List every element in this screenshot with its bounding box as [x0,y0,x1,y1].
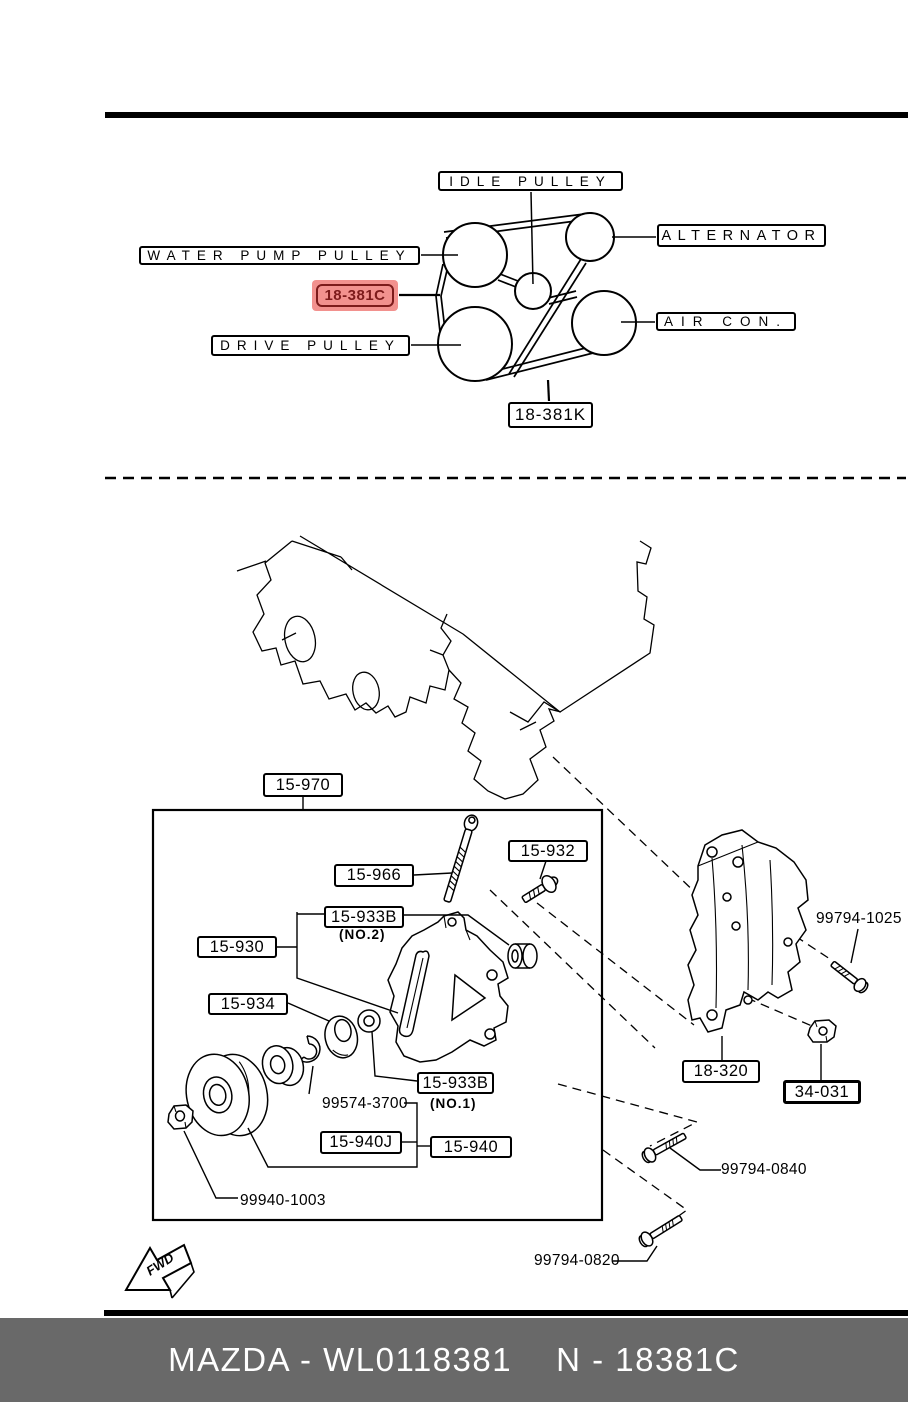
page-rules [104,112,908,1316]
label-water-pump-pulley: WATER PUMP PULLEY [139,246,420,265]
drive-pulley-circle [437,306,513,382]
part-spacer-15-933b-no2 [507,943,538,969]
part-bolt-99794-0840 [641,1132,687,1164]
belt-diagram [399,191,656,402]
part-number-99574-3700[interactable]: 99574-3700 [322,1095,408,1112]
engine-outline [236,535,655,800]
footer-part-code: N - 18381C [556,1341,740,1378]
part-snap-ring-99574-3700 [299,1035,321,1063]
parts-group-box [151,808,604,1222]
part-number-99794-0840[interactable]: 99794-0840 [721,1161,807,1178]
part-number-15-933b-no1[interactable]: 15-933B [417,1072,494,1094]
sub-label-no1: (NO.1) [430,1096,477,1111]
part-number-99940-1003[interactable]: 99940-1003 [240,1192,326,1209]
part-bracket-15-930 [387,911,509,1063]
fwd-arrow: FWD [124,1243,195,1299]
part-bracket-18-320 [687,829,809,1033]
part-number-15-933b-no2[interactable]: 15-933B [324,906,404,928]
part-number-34-031[interactable]: 34-031 [783,1080,861,1104]
label-air-con: AIR CON. [656,312,796,331]
part-number-15-930[interactable]: 15-930 [197,936,277,958]
part-number-15-932[interactable]: 15-932 [508,840,588,862]
alternator-pulley-circle [565,212,615,262]
label-drive-pulley: DRIVE PULLEY [211,335,410,356]
air-con-pulley-circle [571,290,637,356]
leader-lines [183,796,859,1262]
part-pulley-15-940 [185,1053,269,1137]
part-number-15-970[interactable]: 15-970 [263,773,343,797]
footer-brand-code: MAZDA - WL0118381 [168,1341,513,1378]
part-number-99794-0820[interactable]: 99794-0820 [534,1252,620,1269]
label-alternator: ALTERNATOR [657,224,826,247]
part-number-18-381c: 18-381C [316,284,394,307]
sub-label-no2: (NO.2) [339,927,386,942]
part-number-15-940[interactable]: 15-940 [430,1136,512,1158]
part-ring-15-933b-no1 [357,1009,381,1033]
part-bolt-15-932 [521,874,559,904]
part-nut-34-031 [807,1019,837,1043]
part-number-15-940j[interactable]: 15-940J [320,1131,402,1154]
part-number-18-320[interactable]: 18-320 [682,1060,760,1083]
part-washer-15-934 [324,1015,359,1059]
part-nut-99940-1003 [167,1104,194,1130]
part-bolt-99794-0820 [638,1215,683,1248]
part-bolt-99794-1025 [830,960,869,994]
part-number-99794-1025[interactable]: 99794-1025 [816,910,902,927]
part-bearing-15-940j [261,1045,305,1087]
part-bolt-15-966 [443,814,479,903]
highlighted-part-label-18-381c[interactable]: 18-381C [312,280,398,311]
part-number-15-966[interactable]: 15-966 [334,864,414,887]
part-number-15-934[interactable]: 15-934 [208,993,288,1015]
footer-bar: MAZDA - WL0118381 N - 18381C [0,1318,908,1402]
part-number-18-381k[interactable]: 18-381K [508,402,593,428]
label-idle-pulley: IDLE PULLEY [438,171,623,191]
